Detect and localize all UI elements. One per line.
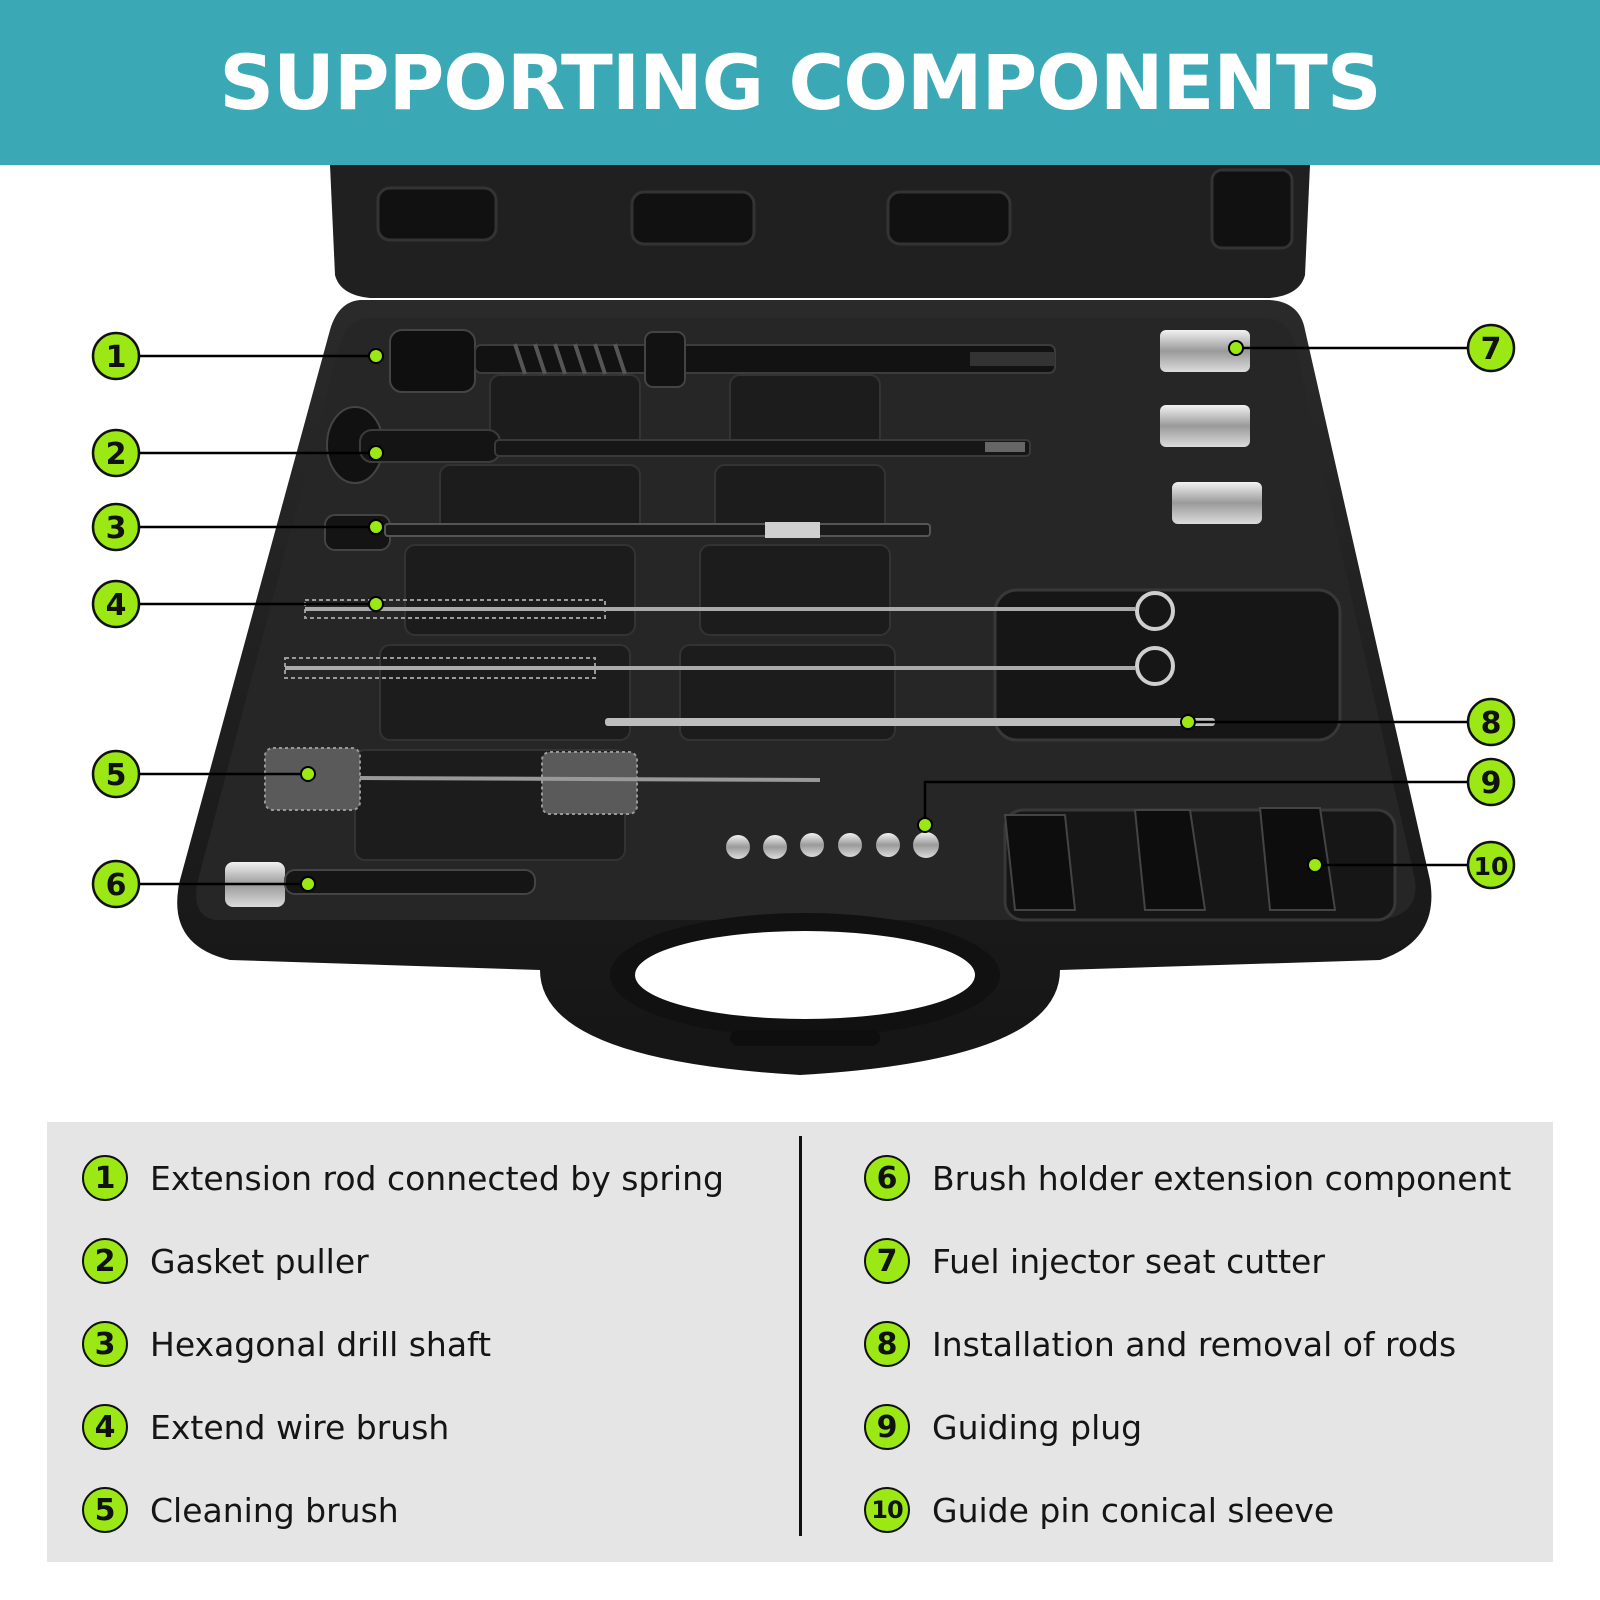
gasket-puller-tool [326, 406, 1031, 484]
legend-badge-1: 1 [82, 1155, 128, 1201]
legend-item-8: 8 Installation and removal of rods [864, 1316, 1456, 1372]
legend-item-9: 9 Guiding plug [864, 1399, 1142, 1455]
callout-4-label: 4 [106, 588, 127, 623]
callout-1: 1 [91, 331, 141, 381]
callout-5: 5 [91, 749, 141, 799]
legend-item-4: 4 Extend wire brush [82, 1399, 449, 1455]
legend-item-1: 1 Extension rod connected by spring [82, 1150, 724, 1206]
legend-label-9: Guiding plug [932, 1407, 1143, 1447]
legend-item-5: 5 Cleaning brush [82, 1482, 399, 1538]
legend-label-4: Extend wire brush [150, 1407, 450, 1447]
legend-badge-10: 10 [864, 1487, 910, 1533]
leader-dots [300, 340, 1323, 892]
callout-3: 3 [91, 502, 141, 552]
callout-6-label: 6 [106, 868, 127, 903]
callout-5-label: 5 [106, 758, 127, 793]
callout-2-label: 2 [106, 437, 127, 472]
callout-10-label: 10 [1474, 852, 1509, 881]
legend-label-2: Gasket puller [150, 1241, 369, 1281]
legend-label-6: Brush holder extension component [932, 1158, 1512, 1198]
legend-badge-4: 4 [82, 1404, 128, 1450]
legend-badge-3: 3 [82, 1321, 128, 1367]
legend-label-3: Hexagonal drill shaft [150, 1324, 492, 1364]
legend-label-10: Guide pin conical sleeve [932, 1490, 1335, 1530]
components-legend: 1 Extension rod connected by spring 2 Ga… [47, 1122, 1553, 1562]
callout-3-label: 3 [106, 511, 127, 546]
legend-item-10: 10 Guide pin conical sleeve [864, 1482, 1334, 1538]
callout-1-label: 1 [106, 340, 127, 375]
callout-7-label: 7 [1481, 332, 1502, 367]
legend-item-6: 6 Brush holder extension component [864, 1150, 1511, 1206]
legend-badge-2: 2 [82, 1238, 128, 1284]
legend-label-8: Installation and removal of rods [932, 1324, 1457, 1364]
callout-4: 4 [91, 579, 141, 629]
legend-badge-7: 7 [864, 1238, 910, 1284]
header-banner: SUPPORTING COMPONENTS [0, 0, 1600, 165]
wire-brush-tool [284, 591, 1175, 686]
page-title: SUPPORTING COMPONENTS [219, 38, 1381, 127]
legend-badge-9: 9 [864, 1404, 910, 1450]
callout-9: 9 [1466, 757, 1516, 807]
guiding-plugs [726, 832, 939, 859]
legend-item-3: 3 Hexagonal drill shaft [82, 1316, 491, 1372]
case-lid [330, 165, 1310, 298]
legend-divider [799, 1136, 802, 1536]
legend-label-1: Extension rod connected by spring [150, 1158, 724, 1198]
callout-10: 10 [1466, 840, 1516, 890]
legend-badge-5: 5 [82, 1487, 128, 1533]
seat-cutters [1160, 330, 1262, 524]
leader-lines [140, 346, 1468, 886]
extension-rod-tool [389, 329, 1056, 393]
conical-sleeves [1003, 807, 1337, 911]
legend-item-7: 7 Fuel injector seat cutter [864, 1233, 1325, 1289]
callout-badges: 1 2 3 4 5 6 7 8 9 10 [91, 323, 1516, 909]
callout-8-label: 8 [1481, 706, 1502, 741]
callout-2: 2 [91, 428, 141, 478]
callout-9-label: 9 [1481, 766, 1502, 801]
callout-6: 6 [91, 859, 141, 909]
legend-badge-6: 6 [864, 1155, 910, 1201]
legend-badge-8: 8 [864, 1321, 910, 1367]
cleaning-brush-tool [264, 747, 821, 815]
install-removal-rod-tool [605, 718, 1215, 726]
legend-label-7: Fuel injector seat cutter [932, 1241, 1325, 1281]
legend-label-5: Cleaning brush [150, 1490, 399, 1530]
legend-item-2: 2 Gasket puller [82, 1233, 369, 1289]
callout-8: 8 [1466, 697, 1516, 747]
callout-7: 7 [1466, 323, 1516, 373]
tool-case-illustration: 1 2 3 4 5 6 7 8 9 10 [91, 165, 1516, 1075]
